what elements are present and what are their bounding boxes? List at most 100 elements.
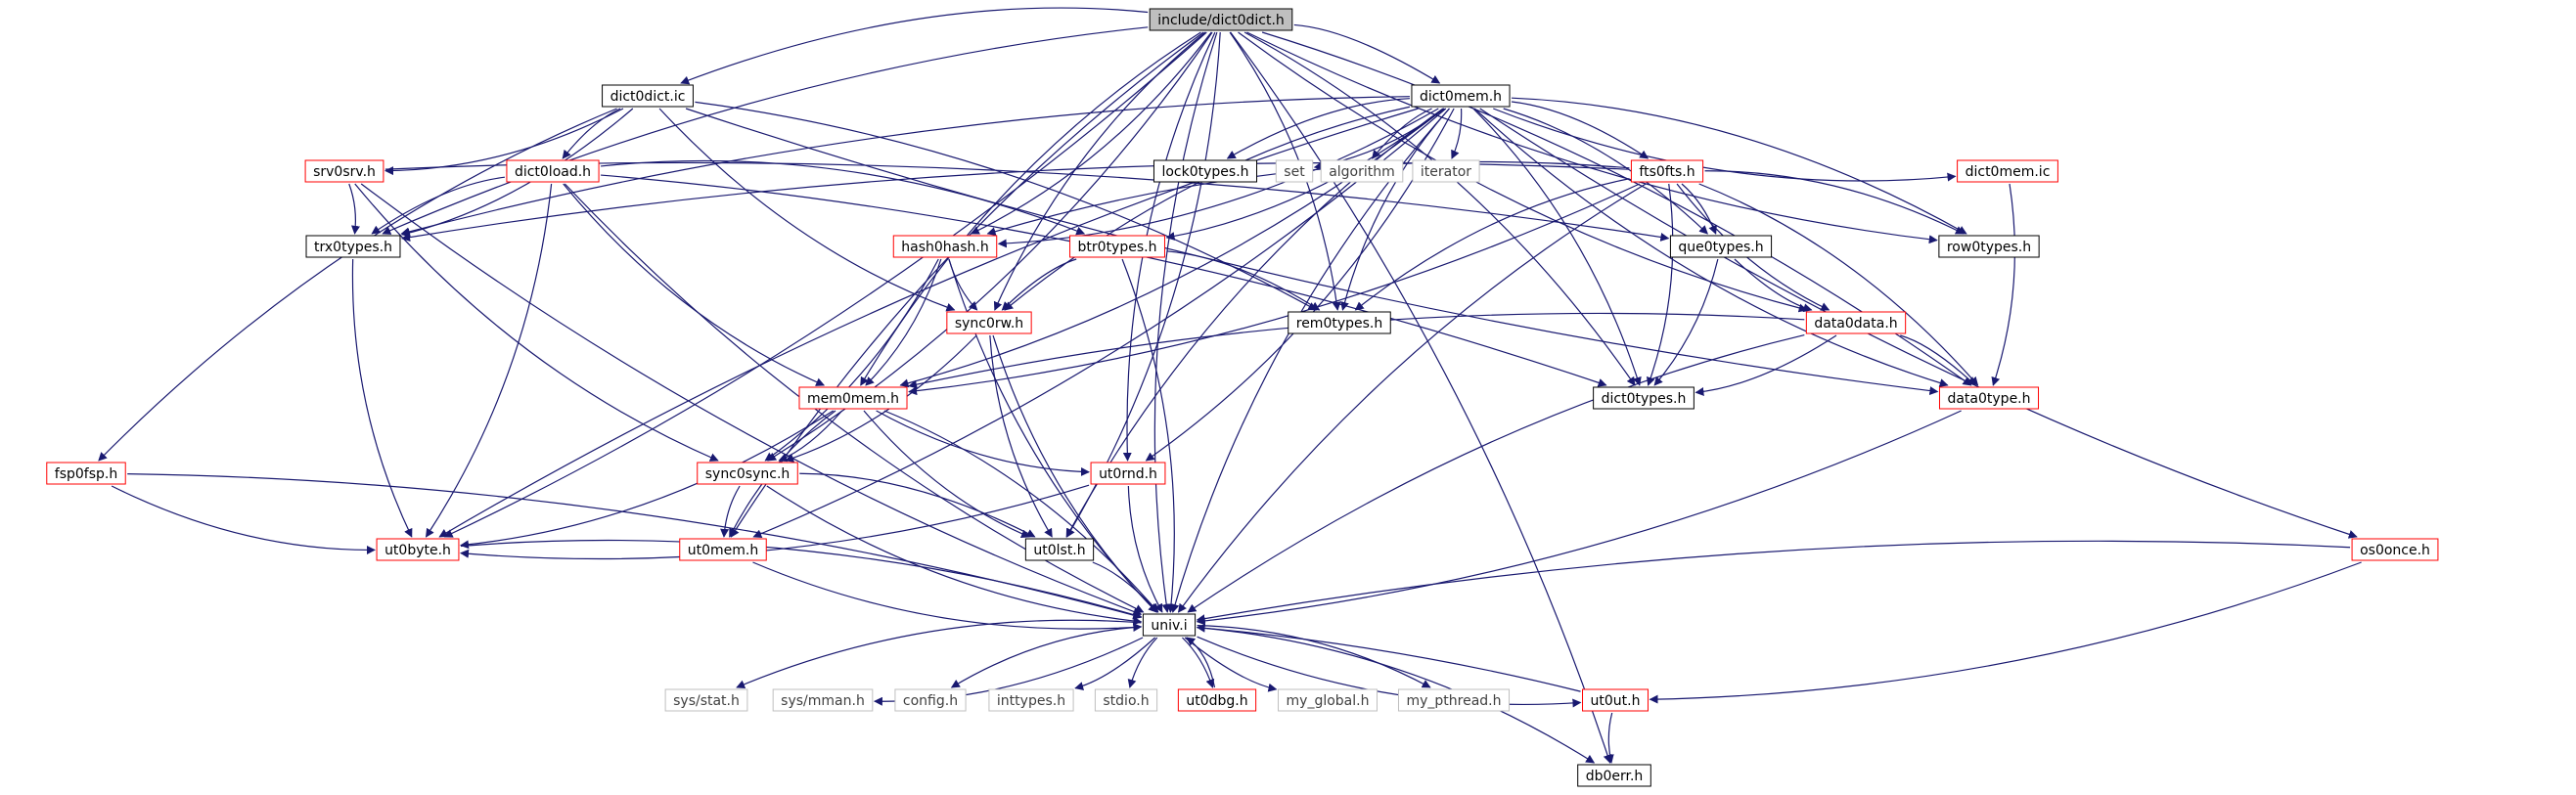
edge-dict0mem-h-to-dict0mem-ic [1493,108,1957,182]
node-box [304,159,384,183]
node-mem0mem-h[interactable]: mem0mem.h [798,386,908,410]
node-box [1577,764,1651,787]
node-sync0rw-h[interactable]: sync0rw.h [946,311,1032,334]
edge-mem0mem-h-to-ut0lst-h [863,410,1030,539]
node-dict0mem-ic[interactable]: dict0mem.ic [1957,159,2058,183]
edge-dict0dict-ic-to-sync0rw-h [658,108,956,312]
node-iterator: iterator [1412,159,1480,183]
edge-btr0types-h-to-sync0rw-h [1001,258,1077,311]
node-box [1938,235,2040,258]
node-data0type-h[interactable]: data0type.h [1938,386,2040,410]
node-univ-i[interactable]: univ.i [1142,613,1197,637]
edge-dict0mem-h-to-lock0types-h [1226,98,1410,159]
edge-dict0mem-h-to-algorithm [1372,108,1432,159]
edge-include-dict0dict-h-to-dict0dict-ic [680,7,1149,85]
node-dict0dict-ic[interactable]: dict0dict.ic [602,84,694,108]
node-fsp0fsp-h[interactable]: fsp0fsp.h [46,462,126,485]
edge-dict0load-h-to-dict0types-h [601,174,1607,387]
edge-sync0sync-h-to-univ-i [766,485,1143,626]
node-config-h: config.h [894,688,967,712]
node-que0types-h[interactable]: que0types.h [1669,235,1773,258]
node-box [679,538,767,561]
node-rem0types-h[interactable]: rem0types.h [1288,311,1391,334]
node-label: fts0fts.h [1639,164,1695,180]
edge-univ-i-to-db0err-h [1197,627,1596,764]
node-label: config.h [903,693,958,709]
edge-fts0fts-h-to-univ-i [1177,183,1647,613]
node-os0once-h[interactable]: os0once.h [2351,538,2439,561]
node-label: row0types.h [1947,240,2031,255]
node-label: set [1284,164,1305,180]
node-label: trx0types.h [314,240,392,255]
node-set: set [1275,159,1314,183]
node-data0data-h[interactable]: data0data.h [1805,311,1907,334]
edge-dict0mem-h-to-fts0fts-h [1511,101,1650,159]
node-label: ut0ut.h [1591,693,1641,709]
edge-dict0dict-ic-to-data0type-h [685,108,1939,396]
node-box [1582,688,1649,712]
node-btr0types-h[interactable]: btr0types.h [1069,235,1165,258]
edge-sync0rw-h-to-ut0lst-h [989,334,1053,538]
node-ut0dbg-h[interactable]: ut0dbg.h [1177,688,1257,712]
node-hash0hash-h[interactable]: hash0hash.h [892,235,998,258]
node-my-pthread-h: my_pthread.h [1397,688,1511,712]
edge-srv0srv-h-to-trx0types-h [348,183,360,235]
edge-ut0rnd-h-to-univ-i [1127,485,1163,613]
node-lock0types-h[interactable]: lock0types.h [1152,159,1258,183]
node-label: os0once.h [2360,543,2430,558]
node-box [1278,688,1378,712]
edge-btr0types-h-to-univ-i [1121,258,1176,613]
node-box [1024,538,1095,561]
edge-que0types-h-to-dict0types-h [1653,258,1719,386]
node-box [1593,386,1695,410]
node-dict0load-h[interactable]: dict0load.h [506,159,600,183]
edge-hash0hash-h-to-mem0mem-h [865,258,942,386]
node-label: sync0sync.h [705,466,791,482]
node-label: data0type.h [1947,391,2030,407]
node-fts0fts-h[interactable]: fts0fts.h [1630,159,1704,183]
edge-include-dict0dict-h-to-univ-i [1153,31,1218,613]
node-db0err-h[interactable]: db0err.h [1577,764,1651,787]
node-algorithm: algorithm [1320,159,1404,183]
node-sys-stat-h: sys/stat.h [664,688,748,712]
edge-dict0dict-ic-to-dict0load-h [562,108,621,159]
edge-os0once-h-to-ut0ut-h [1649,561,2362,704]
node-inttypes-h: inttypes.h [988,688,1074,712]
node-box [1288,311,1391,334]
node-ut0ut-h[interactable]: ut0ut.h [1582,688,1649,712]
edge-univ-i-to-inttypes-h [1074,637,1156,691]
node-ut0mem-h[interactable]: ut0mem.h [679,538,767,561]
node-label: hash0hash.h [901,240,988,255]
node-ut0rnd-h[interactable]: ut0rnd.h [1090,462,1166,485]
node-label: srv0srv.h [313,164,376,180]
node-row0types-h[interactable]: row0types.h [1938,235,2040,258]
edge-fts0fts-h-to-row0types-h [1704,170,1965,235]
node-label: fsp0fsp.h [55,466,117,482]
node-sync0sync-h[interactable]: sync0sync.h [697,462,798,485]
node-box [1152,159,1258,183]
node-label: include/dict0dict.h [1157,13,1285,28]
node-ut0lst-h[interactable]: ut0lst.h [1024,538,1095,561]
edge-dict0load-h-to-trx0types-h [371,176,506,235]
edge-dict0mem-ic-to-data0type-h [1991,183,2016,386]
node-label: dict0dict.ic [610,89,686,105]
edge-os0once-h-to-univ-i [1196,540,2351,624]
node-label: dict0mem.ic [1966,164,2051,180]
node-dict0mem-h[interactable]: dict0mem.h [1411,84,1511,108]
node-srv0srv-h[interactable]: srv0srv.h [304,159,384,183]
node-label: data0data.h [1814,316,1897,331]
edge-ut0mem-h-to-univ-i [752,561,1143,632]
node-include-dict0dict-h[interactable]: include/dict0dict.h [1149,8,1293,31]
node-trx0types-h[interactable]: trx0types.h [305,235,401,258]
node-box [798,386,908,410]
edge-ut0dbg-h-to-univ-i [1186,637,1216,688]
edge-dict0mem-h-to-os0once-h [1479,108,2358,539]
node-dict0types-h[interactable]: dict0types.h [1593,386,1695,410]
node-label: my_global.h [1287,693,1370,709]
edge-include-dict0dict-h-to-db0err-h [1230,31,1612,764]
edge-fsp0fsp-h-to-univ-i [127,473,1143,620]
node-ut0byte-h[interactable]: ut0byte.h [376,538,460,561]
node-box [946,311,1032,334]
nodes-layer: include/dict0dict.h dict0dict.ic dict0mem.… [46,8,2439,787]
edge-include-dict0dict-h-to-ut0byte-h [443,31,1207,538]
